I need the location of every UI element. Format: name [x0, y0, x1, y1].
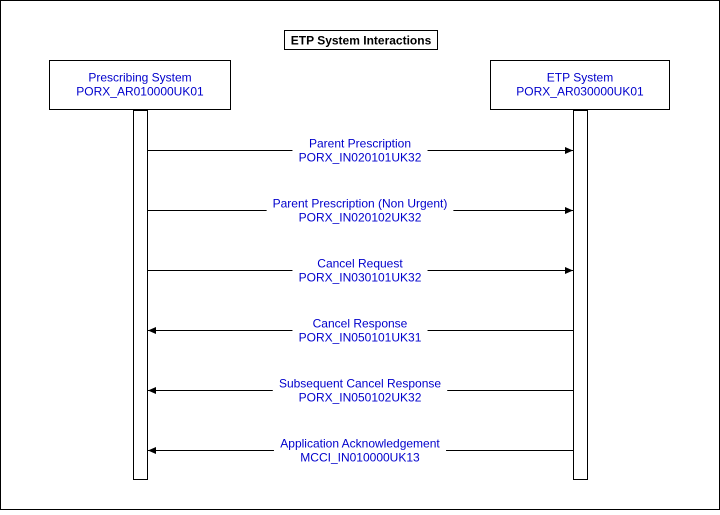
message: Subsequent Cancel ResponsePORX_IN050102U… — [148, 377, 573, 405]
message-label: Parent Prescription — [309, 137, 411, 151]
message: Application AcknowledgementMCCI_IN010000… — [148, 437, 573, 465]
arrowhead-icon — [148, 387, 156, 394]
participant-box — [49, 60, 231, 110]
arrowhead-icon — [565, 267, 573, 274]
participant-code: PORX_AR030000UK01 — [516, 85, 644, 99]
messages: Parent PrescriptionPORX_IN020101UK32Pare… — [148, 137, 573, 465]
participant-box — [490, 60, 670, 110]
arrowhead-icon — [148, 447, 156, 454]
message-label-background — [292, 267, 428, 274]
participant-prescribing: Prescribing System PORX_AR010000UK01 — [49, 60, 231, 480]
message-code: PORX_IN030101UK32 — [299, 271, 422, 285]
message-label: Cancel Request — [317, 257, 403, 271]
message-label-background — [273, 447, 447, 454]
participant-name: Prescribing System — [88, 71, 191, 85]
message-label-background — [266, 207, 454, 214]
message: Parent Prescription (Non Urgent)PORX_IN0… — [148, 197, 573, 225]
diagram-title: ETP System Interactions — [291, 34, 432, 48]
message-label-background — [272, 387, 448, 394]
title-box — [284, 30, 438, 50]
message-label: Cancel Response — [313, 317, 408, 331]
arrowhead-icon — [148, 327, 156, 334]
message-code: MCCI_IN010000UK13 — [300, 451, 420, 465]
participant-name: ETP System — [547, 71, 613, 85]
message-label: Application Acknowledgement — [280, 437, 440, 451]
arrowhead-icon — [565, 207, 573, 214]
message-label: Parent Prescription (Non Urgent) — [273, 197, 448, 211]
message-label: Subsequent Cancel Response — [279, 377, 441, 391]
arrowhead-icon — [565, 147, 573, 154]
participant-etp: ETP System PORX_AR030000UK01 — [490, 60, 670, 480]
lifeline-activation-bar — [573, 110, 588, 480]
message-code: PORX_IN020102UK32 — [299, 211, 422, 225]
message-code: PORX_IN050102UK32 — [299, 391, 422, 405]
message-label-background — [292, 147, 428, 154]
message-code: PORX_IN020101UK32 — [299, 151, 422, 165]
message-label-background — [292, 327, 428, 334]
message-code: PORX_IN050101UK31 — [299, 331, 422, 345]
lifeline-activation-bar — [133, 110, 148, 480]
participant-code: PORX_AR010000UK01 — [76, 85, 204, 99]
